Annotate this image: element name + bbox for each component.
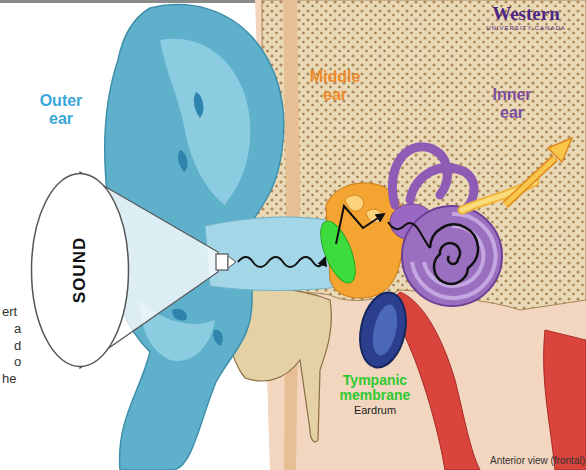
tympanic-membrane xyxy=(314,217,363,288)
sound-source-ellipse: SOUND xyxy=(30,172,130,368)
text-label: Inner ear xyxy=(484,86,540,121)
text-label: he xyxy=(2,372,32,386)
text-label: Anterior view (frontal) xyxy=(455,455,585,466)
text-label: Middle ear xyxy=(300,68,370,103)
node-text: SOUND xyxy=(70,237,90,303)
signal-arrow xyxy=(505,158,555,205)
cochlea xyxy=(402,206,502,306)
text-label: a xyxy=(14,322,34,336)
cone-tip xyxy=(216,254,228,270)
text-label: o xyxy=(14,355,34,369)
text-label: Tympanic membrane xyxy=(325,373,425,404)
blood-vessel xyxy=(544,330,586,470)
eustachian-tube-lumen xyxy=(369,302,401,357)
cartilage xyxy=(172,92,223,346)
eustachian-tube xyxy=(354,288,413,371)
text-label: d xyxy=(14,339,34,353)
text-label: UNIVERSITY CANADA xyxy=(476,25,576,32)
cone-arrowhead xyxy=(228,256,236,268)
cochlea-spiral-path xyxy=(430,225,478,284)
text-label: Outer ear xyxy=(30,92,92,127)
text-label: Eardrum xyxy=(340,404,410,416)
vibration-path xyxy=(336,206,384,244)
sound-wave xyxy=(238,257,325,267)
signal-arrow xyxy=(505,158,555,205)
text-label: Western xyxy=(476,4,576,25)
signal-arrowhead xyxy=(548,138,572,162)
auricle-fold xyxy=(160,39,250,205)
cochlea-turns xyxy=(412,214,496,298)
text-label: ert xyxy=(2,305,32,319)
vibration-path xyxy=(388,222,430,248)
ellipse-shape xyxy=(32,174,129,367)
